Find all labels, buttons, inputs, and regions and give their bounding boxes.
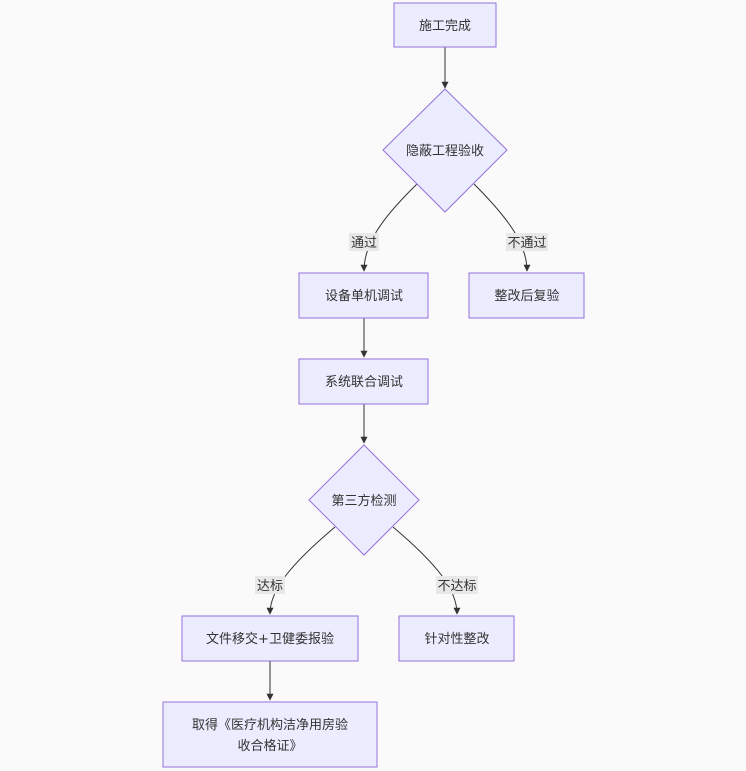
node-submit-docs[interactable]: 文件移交+卫健委报验 [181, 615, 359, 662]
node-joint-debug-label: 系统联合调试 [325, 375, 403, 390]
edge-third-party-to-targeted-fix [392, 526, 461, 615]
node-single-debug[interactable]: 设备单机调试 [298, 272, 429, 319]
edge-hidden-check-to-rectify [473, 183, 531, 272]
node-joint-debug[interactable]: 系统联合调试 [298, 358, 429, 405]
node-rectify-recheck[interactable]: 整改后复验 [468, 272, 585, 319]
edge-label-fail: 不通过 [506, 233, 548, 251]
edge-label-pass: 通过 [349, 233, 379, 251]
node-hidden-check-diamond[interactable]: 隐蔽工程验收 [382, 88, 508, 213]
node-targeted-fix[interactable]: 针对性整改 [398, 615, 515, 662]
edge-label-unqualified: 不达标 [436, 576, 478, 594]
node-certificate-label-line2: 收合格证》 [237, 738, 302, 754]
node-certificate-label-line1: 取得《医疗机构洁净用房验 [192, 717, 348, 733]
edge-label-qualified: 达标 [255, 576, 285, 594]
edge-label-qualified-text: 达标 [257, 579, 283, 594]
edge-third-party-to-submit [266, 526, 336, 615]
edge-label-fail-text: 不通过 [507, 236, 546, 251]
node-start-label: 施工完成 [419, 19, 471, 34]
edges [266, 47, 531, 701]
node-third-party-diamond[interactable]: 第三方检测 [308, 444, 420, 556]
node-targeted-fix-label: 针对性整改 [424, 632, 489, 647]
node-start[interactable]: 施工完成 [393, 2, 497, 48]
node-certificate[interactable]: 取得《医疗机构洁净用房验 收合格证》 [162, 701, 378, 768]
edge-label-pass-text: 通过 [351, 236, 377, 251]
edge-hidden-check-to-single-debug [360, 183, 418, 272]
node-hidden-check-label: 隐蔽工程验收 [406, 143, 484, 159]
edge-label-unqualified-text: 不达标 [437, 579, 476, 594]
node-rectify-recheck-label: 整改后复验 [494, 288, 559, 304]
node-single-debug-label: 设备单机调试 [325, 288, 403, 304]
node-third-party-label: 第三方检测 [331, 493, 396, 509]
node-submit-docs-label: 文件移交+卫健委报验 [206, 631, 334, 647]
